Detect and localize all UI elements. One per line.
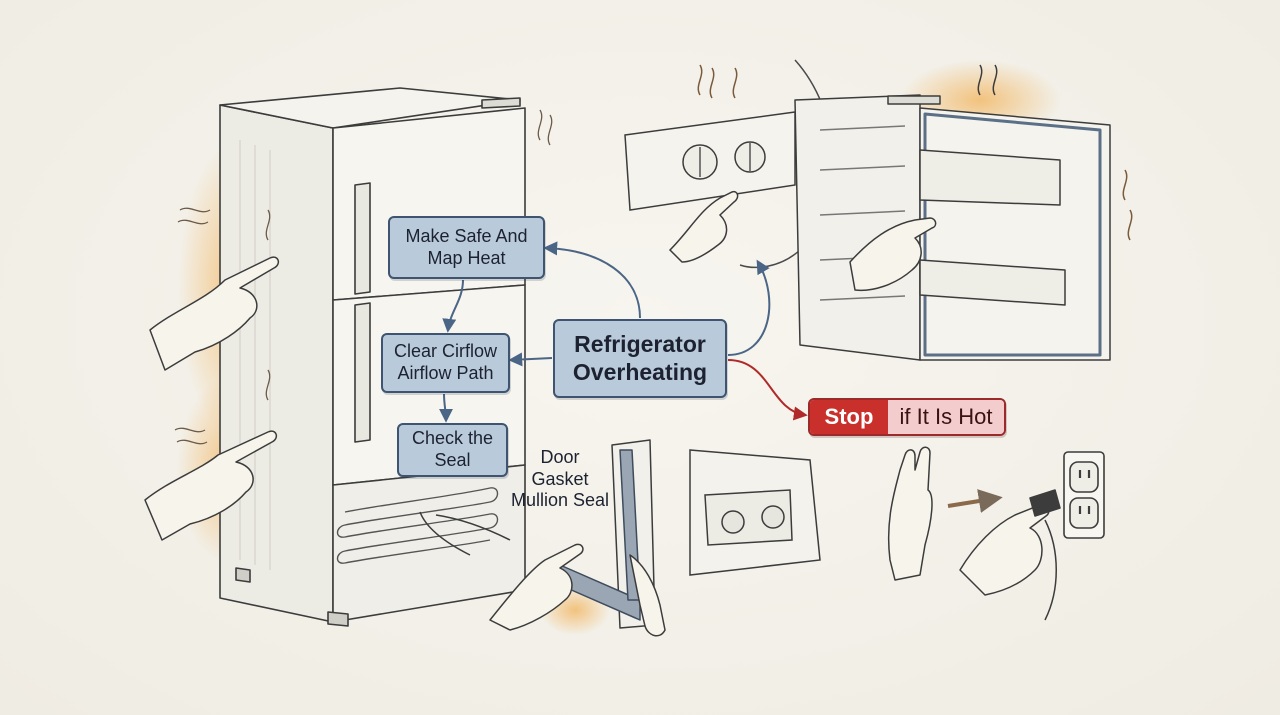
arrow-airflow-to-seal: [438, 393, 453, 423]
central-node-refrigerator-overheating: Refrigerator Overheating: [553, 319, 727, 398]
open-refrigerator-illustration: [794, 64, 1133, 361]
step-make-safe-map-heat: Make Safe And Map Heat: [388, 216, 545, 279]
power-plug-icon: [959, 489, 1061, 621]
pull-arrow: [947, 489, 1003, 513]
stop-condition-text: if It Is Hot: [888, 400, 1004, 434]
step-clear-airflow-path: Clear Cirflow Airflow Path: [381, 333, 510, 393]
step-make-safe-line2: Map Heat: [427, 247, 506, 268]
arrow-to-airflow: [508, 352, 553, 367]
flow-connectors: [438, 241, 808, 423]
pointing-hand-icon: [144, 256, 280, 541]
step-airflow-line1: Clear Cirflow: [393, 341, 498, 362]
step-check-seal: Check the Seal: [397, 423, 508, 477]
step-seal-line1: Check the: [411, 428, 494, 449]
door-gasket-illustration: [419, 439, 666, 637]
thermostat-dial-zoom-icon: [689, 449, 821, 576]
gasket-label-line2: Gasket: [531, 468, 589, 489]
wall-outlet-icon: [1063, 451, 1105, 539]
stop-hand-icon: [887, 446, 933, 581]
gasket-label-line3: Mullion Seal: [510, 490, 610, 511]
central-node-line1: Refrigerator: [574, 330, 706, 357]
step-make-safe-line1: Make Safe And: [405, 225, 528, 246]
central-node-line2: Overheating: [572, 358, 708, 385]
gasket-label-line1: Door: [540, 447, 580, 467]
arrow-safe-to-airflow: [442, 279, 464, 333]
arrow-to-safe: [543, 241, 641, 319]
stop-keyword: Stop: [810, 400, 888, 434]
door-gasket-label: Door Gasket Mullion Seal: [498, 447, 622, 512]
arrow-to-inspection: [727, 259, 771, 356]
step-seal-line2: Seal: [434, 450, 471, 470]
thermostat-dial-icon: [624, 59, 835, 269]
stop-warning-badge: Stop if It Is Hot: [808, 398, 1006, 436]
heat-wave-icon: [174, 109, 553, 445]
step-airflow-line2: Airflow Path: [397, 363, 494, 383]
arrow-to-stop: [727, 359, 808, 421]
